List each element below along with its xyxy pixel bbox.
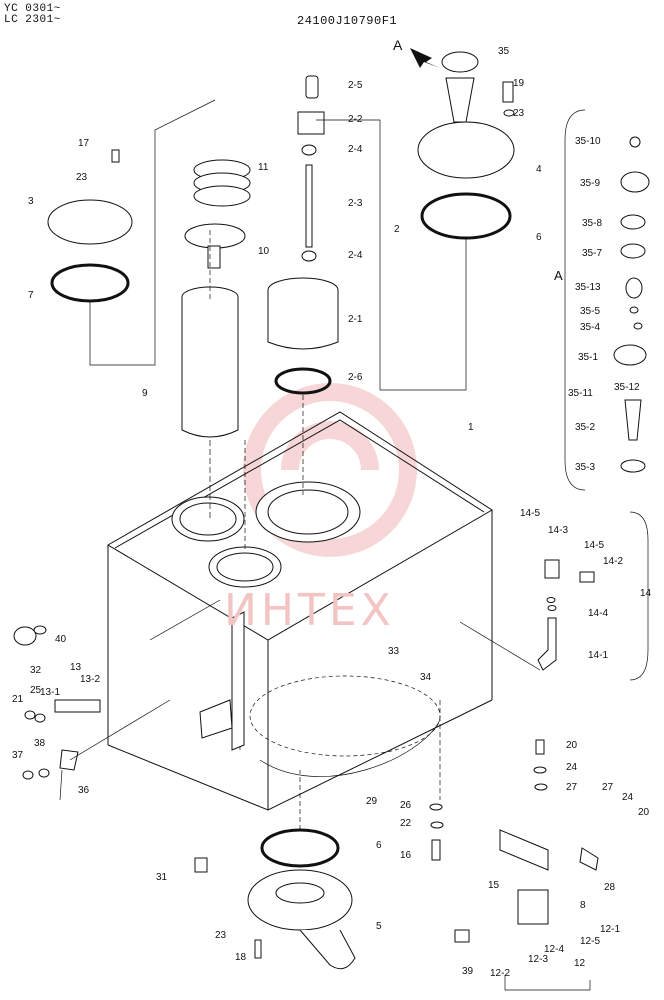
part-number-label: 27	[602, 782, 614, 793]
part-number-label: 35-2	[575, 422, 595, 433]
left-side-parts	[13, 625, 101, 801]
part-number-label: 29	[366, 796, 378, 807]
part-number-label: 13-1	[40, 687, 60, 698]
part-number-label: 35-4	[580, 322, 600, 333]
part-number-label: 4	[536, 164, 542, 175]
part-number-label: 28	[604, 882, 616, 893]
part-number-label: 35-7	[582, 248, 602, 259]
part-number-label: 40	[55, 634, 67, 645]
part-number-label: 19	[513, 78, 525, 89]
part-number-label: 1	[468, 422, 474, 433]
part-number-label: 14-5	[584, 540, 604, 551]
part-number-label: 8	[580, 900, 586, 911]
part-number-label: 23	[215, 930, 227, 941]
part-number-label: 3	[28, 196, 34, 207]
part-number-label: 14-3	[548, 525, 568, 536]
spring-valve	[184, 159, 251, 269]
hydraulic-tank-body	[107, 411, 493, 811]
part-number-label: 14-1	[588, 650, 608, 661]
lower-parts	[194, 739, 599, 991]
part-number-label: 35-9	[580, 178, 600, 189]
part-number-label: 32	[30, 665, 42, 676]
part-number-label: 17	[78, 138, 90, 149]
part-number-label: 2-3	[348, 198, 363, 209]
view-a-label: A	[393, 37, 403, 53]
part-number-label: 35-1	[578, 352, 598, 363]
part-number-label: 12	[574, 958, 586, 969]
part-number-label: 2-5	[348, 80, 363, 91]
part-number-label: 35-5	[580, 306, 600, 317]
part-number-label: 35-8	[582, 218, 602, 229]
breather-cap-assembly	[380, 51, 515, 391]
part-number-label: 12-5	[580, 936, 600, 947]
part-number-label: 13	[70, 662, 82, 673]
strainer-cylinder	[181, 286, 239, 520]
part-number-label: 35-12	[614, 382, 640, 393]
part-number-label: 27	[566, 782, 578, 793]
part-number-label: 12-2	[490, 968, 510, 979]
part-number-label: 15	[488, 880, 500, 891]
part-number-label: 13-2	[80, 674, 100, 685]
part-number-label: 35-13	[575, 282, 601, 293]
left-cover	[47, 99, 216, 366]
part-number-label: 25	[30, 685, 42, 696]
part-number-label: 2-4	[348, 144, 363, 155]
model-line-1: YC 0301~	[4, 3, 61, 15]
part-number-label: 33	[388, 646, 400, 657]
view-a-arrow	[410, 48, 440, 68]
part-number-label: 12-3	[528, 954, 548, 965]
part-number-label: 23	[513, 108, 525, 119]
part-number-label: 38	[34, 738, 46, 749]
model-line-2: LC 2301~	[4, 14, 61, 26]
part-number-label: 31	[156, 872, 168, 883]
part-number-label: 6	[536, 232, 542, 243]
part-number-label: 2	[394, 224, 400, 235]
part-number-label: 20	[566, 740, 578, 751]
part-number-label: 35-10	[575, 136, 601, 147]
part-number-label: 35	[498, 46, 510, 57]
part-number-label: 23	[76, 172, 88, 183]
part-number-label: 35-11	[568, 388, 593, 399]
drawing-number: 24100J10790F1	[297, 14, 398, 28]
drain-fitting-14	[537, 511, 649, 681]
part-number-label: A	[554, 268, 563, 283]
part-number-label: 22	[400, 818, 412, 829]
part-number-label: 26	[400, 800, 412, 811]
part-number-label: 37	[12, 750, 24, 761]
part-number-label: 7	[28, 290, 34, 301]
part-number-label: 10	[258, 246, 270, 257]
part-number-label: 39	[462, 966, 474, 977]
part-number-label: 20	[638, 807, 650, 818]
part-number-label: 14-2	[603, 556, 623, 567]
part-number-label: 34	[420, 672, 432, 683]
part-number-label: 12-4	[544, 944, 564, 955]
part-number-label: 12-1	[600, 924, 620, 935]
part-number-label: 24	[566, 762, 578, 773]
part-number-label: 16	[400, 850, 412, 861]
part-number-label: 24	[622, 792, 634, 803]
filter-assembly	[267, 75, 381, 395]
part-number-label: 14-4	[588, 608, 608, 619]
part-number-label: 11	[258, 162, 269, 173]
part-number-label: 2-1	[348, 314, 363, 325]
part-label-group: 3519234635-1035-935-835-7A35-1335-535-43…	[12, 46, 652, 979]
part-number-label: 6	[376, 840, 382, 851]
detail-a-parts	[564, 109, 650, 491]
part-number-label: 14	[640, 588, 652, 599]
part-number-label: 9	[142, 388, 148, 399]
part-number-label: 35-3	[575, 462, 595, 473]
part-number-label: 2-2	[348, 114, 363, 125]
part-number-label: 21	[12, 694, 24, 705]
part-number-label: 2-6	[348, 372, 363, 383]
part-number-label: 5	[376, 921, 382, 932]
part-number-label: 18	[235, 952, 247, 963]
alignment-lines	[69, 230, 541, 830]
part-number-label: 36	[78, 785, 90, 796]
part-number-label: 2-4	[348, 250, 363, 261]
watermark-text: ИНТЕХ	[224, 585, 395, 636]
part-number-label: 14-5	[520, 508, 540, 519]
